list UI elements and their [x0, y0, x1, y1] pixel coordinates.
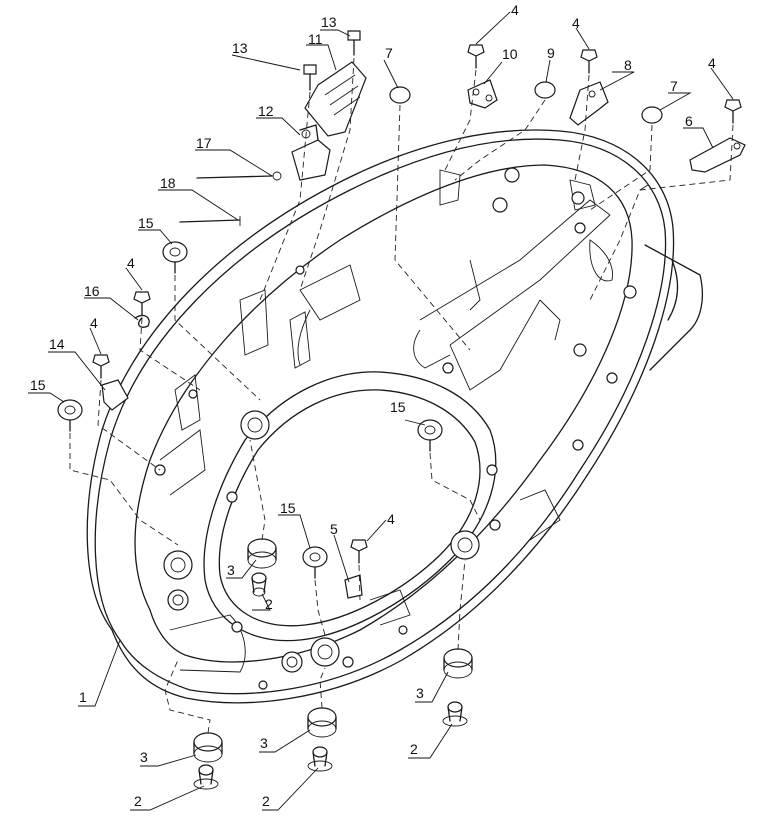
callout-18: 18: [160, 175, 176, 191]
screw-13-b: [303, 64, 317, 91]
bolt-4-a: [467, 44, 485, 69]
callout-16: 16: [84, 283, 100, 299]
washer-15-d: [302, 546, 328, 579]
callout-15: 15: [390, 399, 406, 415]
callout-7: 7: [670, 78, 678, 94]
bracket-8: [569, 81, 609, 126]
washer-15-a: [162, 241, 188, 274]
callout-8: 8: [624, 57, 632, 73]
callout-1: 1: [79, 689, 87, 705]
washer-15-c: [417, 419, 443, 452]
callout-2: 2: [134, 793, 142, 809]
clip-5: [344, 574, 363, 599]
screw-13-a: [347, 30, 361, 56]
callout-labels: 1 2 2 2 2 3 3 3 3 4 4 4 4 4 4 4 5 6 7 7 …: [30, 2, 716, 809]
grommet-3-a: [247, 538, 277, 569]
cap-7-b: [641, 106, 663, 124]
callout-4: 4: [511, 2, 519, 18]
callout-10: 10: [502, 46, 518, 62]
callout-7: 7: [385, 45, 393, 61]
callout-2: 2: [265, 596, 273, 612]
spring-16: [134, 314, 150, 328]
collar-2-d: [193, 764, 219, 790]
callout-3: 3: [260, 735, 268, 751]
grommet-3-b: [443, 648, 473, 679]
washer-15-b: [57, 399, 83, 432]
callout-2: 2: [410, 741, 418, 757]
callout-2: 2: [262, 793, 270, 809]
callout-4: 4: [90, 315, 98, 331]
callout-12: 12: [258, 103, 274, 119]
callout-6: 6: [685, 113, 693, 129]
pin-18: [179, 219, 241, 223]
bolt-4-e: [92, 354, 110, 379]
callout-4: 4: [572, 15, 580, 31]
assembly-lines: [69, 57, 734, 734]
latch-6: [689, 137, 746, 173]
bolt-4-f: [350, 539, 368, 564]
cowling-housing: [86, 129, 704, 704]
callout-3: 3: [227, 562, 235, 578]
callout-13: 13: [232, 40, 248, 56]
clip-14: [101, 379, 129, 411]
cap-9: [534, 81, 556, 99]
pin-17: [196, 175, 273, 179]
callout-3: 3: [140, 749, 148, 765]
plate-11: [304, 61, 367, 137]
bolt-4-b: [580, 49, 598, 74]
callout-9: 9: [547, 45, 555, 61]
collar-2-b: [442, 701, 468, 727]
callout-4: 4: [127, 255, 135, 271]
bolt-4-d: [133, 291, 151, 316]
callout-15: 15: [30, 377, 46, 393]
grommet-3-c: [307, 707, 337, 738]
callout-3: 3: [416, 685, 424, 701]
callout-14: 14: [49, 336, 65, 352]
collar-2-a: [251, 572, 267, 597]
callout-13: 13: [321, 14, 337, 30]
cap-7-a: [389, 86, 411, 104]
collar-2-c: [307, 746, 333, 772]
callout-4: 4: [708, 55, 716, 71]
bracket-12: [291, 139, 331, 181]
callout-11: 11: [308, 31, 323, 47]
callout-17: 17: [196, 135, 212, 151]
grommet-3-d: [193, 732, 223, 763]
callout-5: 5: [330, 521, 338, 537]
small-parts: [57, 30, 746, 790]
callout-15: 15: [138, 215, 154, 231]
leader-lines: [28, 11, 734, 811]
bolt-4-c: [724, 99, 742, 124]
callout-15: 15: [280, 500, 296, 516]
callout-4: 4: [387, 511, 395, 527]
